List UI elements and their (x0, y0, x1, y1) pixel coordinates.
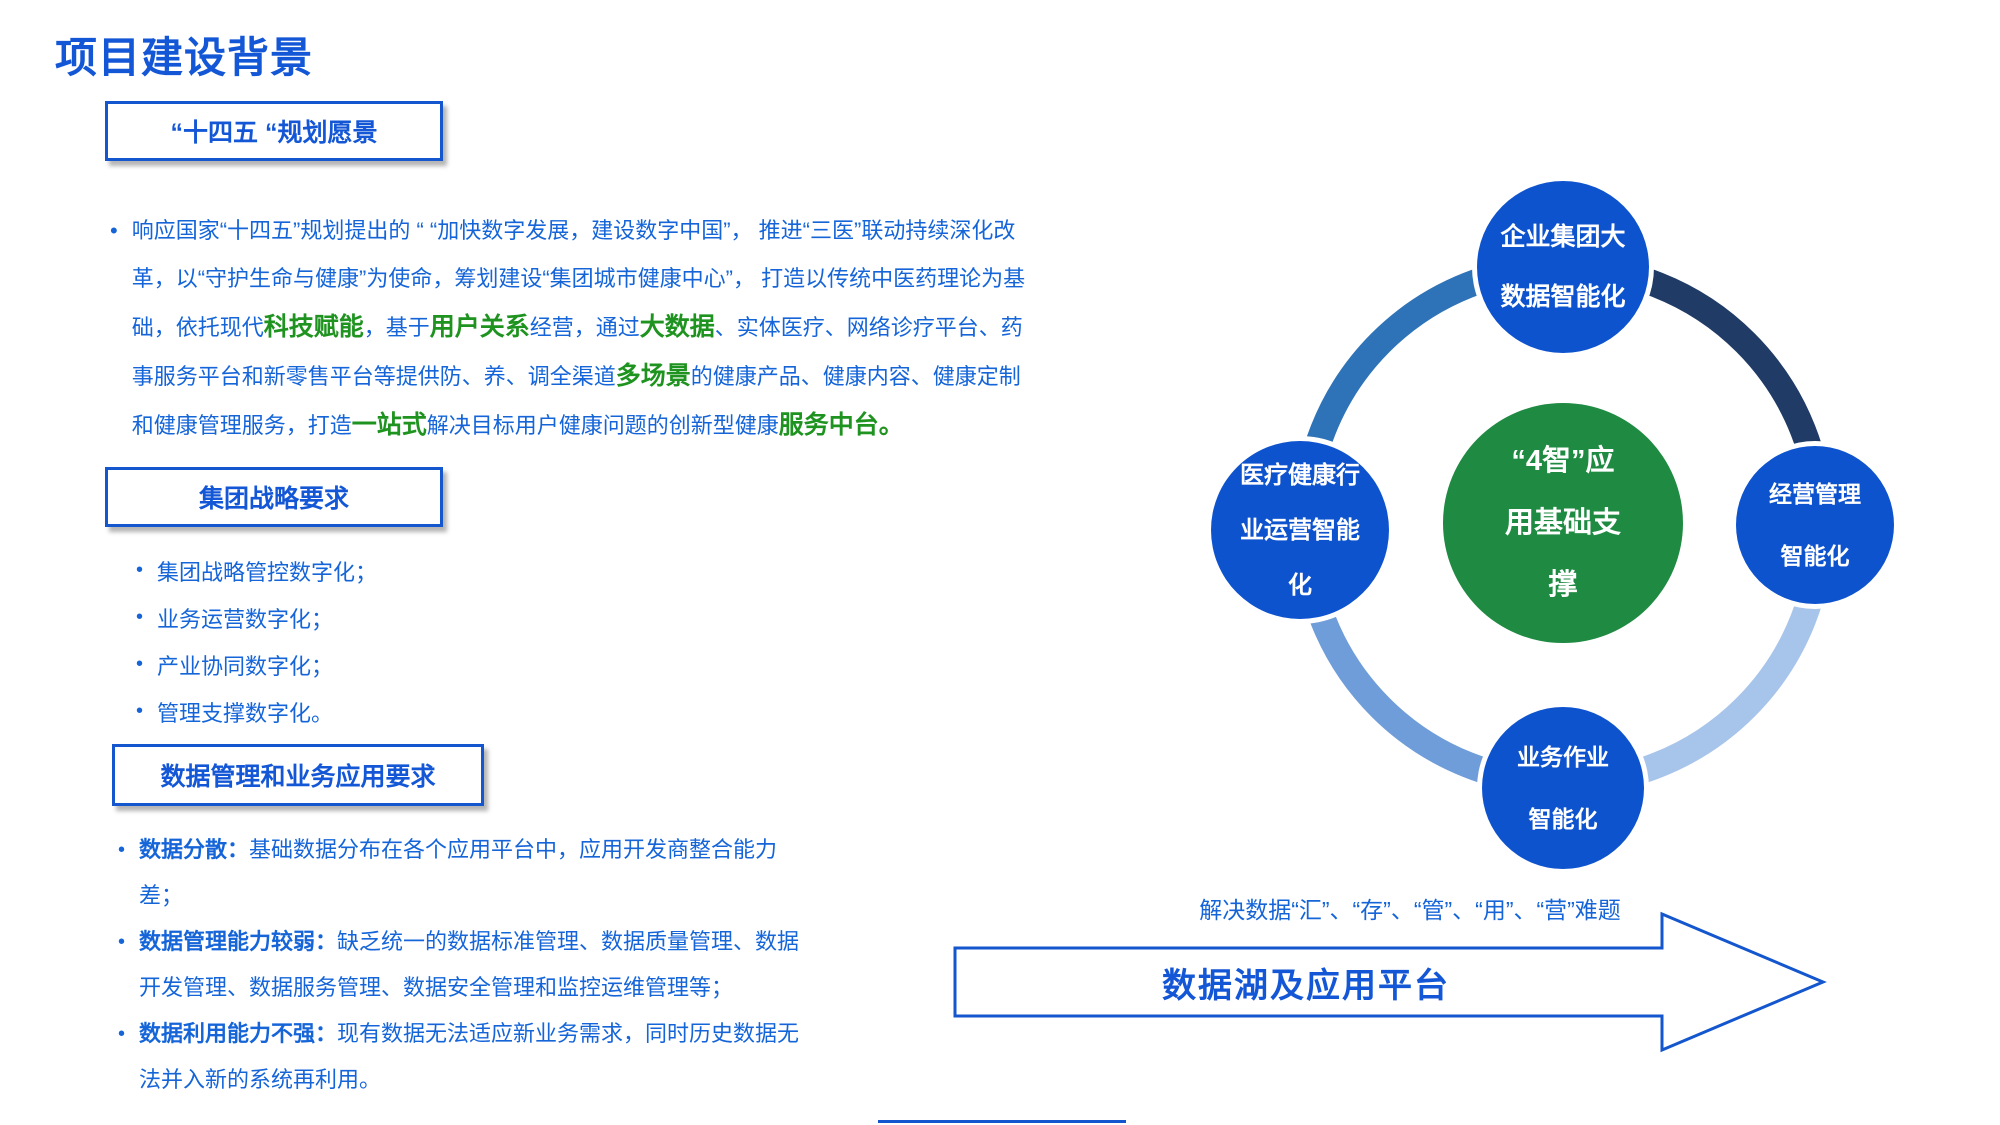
list-item-lead: 数据利用能力不强： (139, 1021, 338, 1046)
node-line: 医疗健康行 (1240, 461, 1360, 489)
node-line: 业运营智能 (1240, 516, 1360, 544)
text-segment: 多场景 (615, 362, 691, 390)
list-item: • 数据管理能力较弱：缺乏统一的数据标准管理、数据质量管理、数据开发管理、数据服… (118, 919, 834, 1011)
diagram-caption: 解决数据“汇”、“存”、“管”、“用”、“营”难题 (1199, 897, 1621, 923)
diagram-node-enterprise-bigdata: 企业集团大 数据智能化 (1477, 181, 1649, 353)
section-heading-label: 集团战略要求 (198, 485, 349, 513)
arrow-shape (953, 911, 1827, 1053)
bullet-icon: • (118, 1023, 126, 1045)
node-line: 数据智能化 (1500, 283, 1626, 311)
node-line: 业务作业 (1517, 744, 1609, 770)
group-strategy-list: • 集团战略管控数字化； • 业务运营数字化； • 产业协同数字化； • 管理支… (136, 547, 377, 735)
list-item-text: 管理支撑数字化。 (157, 700, 334, 726)
node-line: 智能化 (1780, 543, 1850, 569)
bullet-icon: • (110, 218, 118, 243)
node-line: 用基础支 (1504, 507, 1621, 539)
list-item: • 集团战略管控数字化； (136, 547, 377, 594)
bullet-icon: • (118, 839, 126, 861)
list-item: • 业务运营数字化； (136, 594, 377, 641)
list-item-text: 数据分散：基础数据分布在各个应用平台中，应用开发商整合能力差； (139, 827, 811, 919)
text-segment: ，基于 (363, 315, 430, 340)
node-line: 智能化 (1528, 806, 1598, 832)
node-line: “4智”应 (1511, 445, 1615, 477)
list-item-text: 数据利用能力不强：现有数据无法适应新业务需求，同时历史数据无法并入新的系统再利用… (139, 1011, 811, 1103)
section-heading-box-planning-vision: “十四五 “规划愿景 (105, 101, 443, 161)
list-item-lead: 数据分散： (139, 837, 250, 862)
text-segment: 科技赋能 (263, 313, 364, 341)
node-line: 撑 (1548, 569, 1578, 601)
bullet-icon: • (118, 931, 126, 953)
diagram-node-medical-operation: 医疗健康行 业运营智能 化 (1211, 441, 1389, 619)
bullet-icon: • (136, 606, 144, 628)
text-segment: 用户关系 (429, 313, 530, 341)
paragraph-text: 响应国家“十四五”规划提出的 “ “加快数字发展，建设数字中国”， 推进“三医”… (132, 207, 1035, 450)
section-heading-label: “十四五 “规划愿景 (170, 119, 378, 147)
bullet-icon: • (136, 700, 144, 722)
list-item-text: 数据管理能力较弱：缺乏统一的数据标准管理、数据质量管理、数据开发管理、数据服务管… (139, 919, 811, 1011)
list-item-lead: 数据管理能力较弱： (139, 929, 338, 954)
diagram-center-4zhi-support: “4智”应 用基础支 撑 (1443, 403, 1683, 643)
section-heading-box-group-strategy: 集团战略要求 (105, 467, 443, 527)
node-line: 企业集团大 (1500, 223, 1626, 251)
text-segment: 响应国家“十四五”规划提出的 “ “加快数字发展，建设数字中国”， 推进“三医”… (131, 218, 1026, 340)
list-item: • 数据分散：基础数据分布在各个应用平台中，应用开发商整合能力差； (118, 827, 834, 919)
list-item: • 管理支撑数字化。 (136, 688, 377, 735)
data-lake-arrow-label: 数据湖及应用平台 (1162, 966, 1450, 1005)
data-lake-arrow (953, 911, 1827, 1053)
text-segment: 的健康产品、健康内容、健康定制和健康管理服务，打造 (131, 364, 1021, 438)
bullet-icon: • (136, 559, 144, 581)
text-segment: 经营，通过 (529, 315, 640, 340)
list-item-rest: 现有数据无法适应新业务需求，同时历史数据无法并入新的系统再利用。 (139, 1021, 800, 1092)
text-segment: 一站式 (351, 411, 427, 439)
node-line: 经营管理 (1769, 481, 1861, 507)
text-segment: 大数据 (639, 313, 715, 341)
list-item-text: 集团战略管控数字化； (157, 559, 378, 585)
list-item-rest: 缺乏统一的数据标准管理、数据质量管理、数据开发管理、数据服务管理、数据安全管理和… (139, 929, 800, 1000)
decorative-line (878, 1120, 1126, 1123)
list-item: • 数据利用能力不强：现有数据无法适应新业务需求，同时历史数据无法并入新的系统再… (118, 1011, 834, 1103)
list-item-text: 产业协同数字化； (157, 653, 334, 679)
bullet-icon: • (136, 653, 144, 675)
page-title: 项目建设背景 (55, 34, 314, 81)
list-item: • 产业协同数字化； (136, 641, 377, 688)
diagram-node-business-operation: 业务作业 智能化 (1482, 707, 1644, 869)
diagram-node-business-management: 经营管理 智能化 (1736, 446, 1894, 604)
section-heading-label: 数据管理和业务应用要求 (160, 763, 436, 791)
list-item-rest: 基础数据分布在各个应用平台中，应用开发商整合能力差； (139, 837, 778, 908)
data-management-list: • 数据分散：基础数据分布在各个应用平台中，应用开发商整合能力差； • 数据管理… (118, 827, 834, 1103)
text-segment: 服务中台。 (778, 411, 904, 439)
list-item-text: 业务运营数字化； (157, 606, 334, 632)
section-heading-box-data-management: 数据管理和业务应用要求 (112, 744, 484, 806)
node-line: 化 (1288, 571, 1312, 599)
text-segment: 解决目标用户健康问题的创新型健康 (426, 413, 779, 438)
text-segment: 、实体医疗、网络诊疗平台、药事服务平台和新零售平台等提供防、养、调全渠道 (131, 315, 1023, 389)
planning-vision-paragraph: • 响应国家“十四五”规划提出的 “ “加快数字发展，建设数字中国”， 推进“三… (110, 207, 1035, 450)
